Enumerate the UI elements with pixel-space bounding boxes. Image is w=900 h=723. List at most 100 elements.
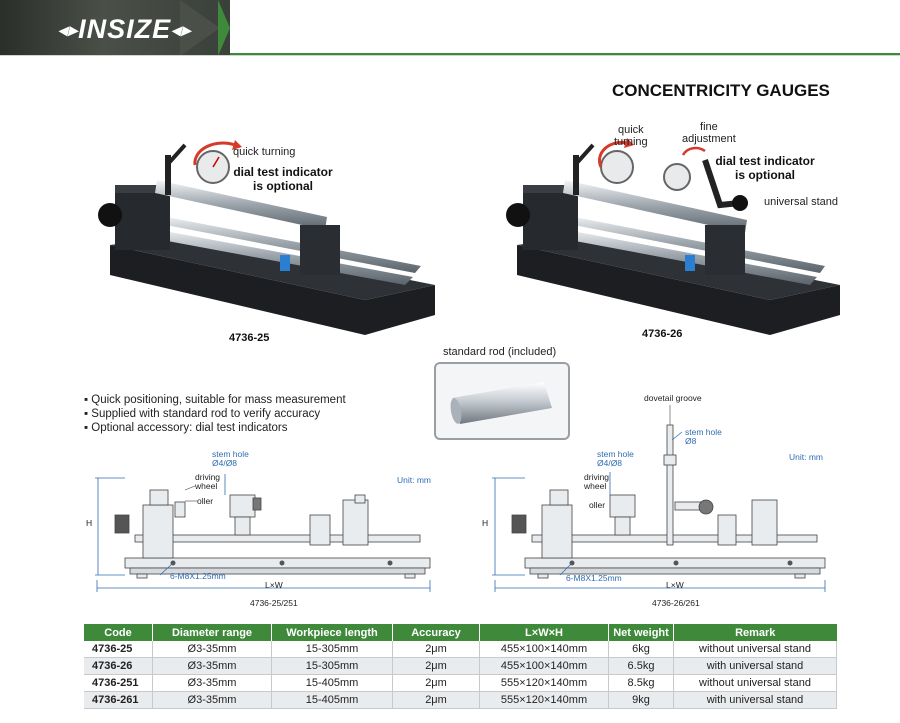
cell-code: 4736-26 — [84, 657, 153, 675]
cell-remark: without universal stand — [673, 674, 837, 692]
standard-rod-caption: standard rod (included) — [443, 346, 557, 358]
table-row: 4736-25 Ø3-35mm 15-305mm 2μm 455×100×140… — [84, 641, 837, 658]
drawing-right-caption: 4736-26/261 — [652, 598, 700, 608]
cell-diameter: Ø3-35mm — [152, 641, 272, 658]
drawing-right-dovetail: dovetail groove — [644, 393, 702, 403]
technical-drawing-4736-25 — [95, 474, 431, 592]
driving-label-2: wheel — [195, 481, 218, 491]
driving-right-label-2: wheel — [584, 481, 607, 491]
cell-diameter: Ø3-35mm — [152, 674, 272, 692]
cell-lwh: 555×120×140mm — [479, 674, 609, 692]
drawing-left-height: H — [86, 518, 93, 528]
table-row: 4736-261 Ø3-35mm 15-405mm 2μm 555×120×14… — [84, 691, 837, 709]
cell-remark: without universal stand — [673, 641, 837, 658]
callout-optional-right-line1: dial test indicator — [715, 154, 815, 168]
feature-item: ▪ Optional accessory: dial test indicato… — [84, 422, 288, 434]
cell-code: 4736-25 — [84, 641, 153, 658]
callout-optional-indicator-right: dial test indicator is optional — [713, 154, 817, 182]
col-header-code: Code — [84, 624, 153, 641]
drawing-left-roller: oller — [197, 496, 214, 506]
table-row: 4736-26 Ø3-35mm 15-305mm 2μm 455×100×140… — [84, 657, 837, 675]
header-arrow — [180, 0, 220, 56]
cell-accuracy: 2μm — [392, 674, 480, 692]
callout-optional-line2: is optional — [253, 179, 313, 193]
drawing-right-height: H — [482, 518, 489, 528]
callout-quick-line2: turning — [614, 136, 648, 148]
cell-weight: 9kg — [608, 691, 674, 709]
drawing-right-lxw: L×W — [666, 580, 684, 590]
cell-accuracy: 2μm — [392, 691, 480, 709]
cell-code: 4736-251 — [84, 674, 153, 692]
cell-lwh: 555×120×140mm — [479, 691, 609, 709]
drawing-right-driving-wheel: driving wheel — [584, 473, 609, 491]
header-rule — [230, 53, 900, 55]
cell-accuracy: 2μm — [392, 657, 480, 675]
driving-label-1: driving — [195, 472, 221, 482]
col-header-weight: Net weight — [608, 624, 674, 641]
cell-weight: 6kg — [608, 641, 674, 658]
cell-code: 4736-261 — [84, 691, 153, 709]
table-header-row: Code Diameter range Workpiece length Acc… — [84, 624, 837, 641]
brand-logo: ◂▸INSIZE◂▸ — [58, 14, 192, 44]
standard-rod-image — [434, 362, 570, 440]
drawing-right-roller: oller — [589, 500, 606, 510]
drawing-right-stem-hole-top: stem hole Ø8 — [685, 428, 722, 446]
callout-optional-right-line2: is optional — [735, 168, 795, 182]
cell-remark: with universal stand — [673, 657, 837, 675]
callout-universal-stand: universal stand — [764, 196, 838, 208]
cell-weight: 8.5kg — [608, 674, 674, 692]
product-image-4736-25 — [98, 140, 435, 335]
callout-fine-adjustment: fine adjustment — [682, 121, 736, 145]
header-arrow-accent — [218, 0, 230, 56]
spec-table: Code Diameter range Workpiece length Acc… — [84, 624, 837, 709]
cell-lwh: 455×100×140mm — [479, 641, 609, 658]
header-rule-light — [0, 55, 900, 56]
table-row: 4736-251 Ø3-35mm 15-405mm 2μm 555×120×14… — [84, 674, 837, 692]
drawing-right-stem-hole: stem hole Ø4/Ø8 — [597, 450, 634, 468]
drawing-left-lxw: L×W — [265, 580, 283, 590]
callout-optional-line1: dial test indicator — [233, 165, 333, 179]
drawing-right-thread: 6-M8X1.25mm — [566, 573, 622, 583]
stem-hole-right-label: stem hole — [597, 449, 634, 459]
cell-workpiece: 15-305mm — [271, 641, 393, 658]
col-header-diameter: Diameter range — [152, 624, 272, 641]
stem-hole-size: Ø4/Ø8 — [212, 458, 238, 468]
stem-hole-right-size: Ø4/Ø8 — [597, 458, 623, 468]
callout-quick-turning-right: quick turning — [614, 124, 648, 148]
cell-diameter: Ø3-35mm — [152, 657, 272, 675]
col-header-remark: Remark — [673, 624, 837, 641]
cell-accuracy: 2μm — [392, 641, 480, 658]
cell-workpiece: 15-405mm — [271, 691, 393, 709]
driving-right-label-1: driving — [584, 472, 610, 482]
callout-optional-indicator: dial test indicator is optional — [232, 165, 334, 193]
callout-fine-line2: adjustment — [682, 133, 736, 145]
technical-drawing-4736-26 — [492, 405, 826, 592]
drawing-left-driving-wheel: driving wheel — [195, 473, 220, 491]
stem-hole-label: stem hole — [212, 449, 249, 459]
feature-item: ▪ Quick positioning, suitable for mass m… — [84, 394, 346, 406]
product-code-4736-26: 4736-26 — [642, 328, 683, 340]
callout-fine-line1: fine — [700, 121, 718, 133]
cell-remark: with universal stand — [673, 691, 837, 709]
col-header-accuracy: Accuracy — [392, 624, 480, 641]
product-image-4736-26 — [506, 138, 840, 335]
cell-diameter: Ø3-35mm — [152, 691, 272, 709]
col-header-lwh: L×W×H — [479, 624, 609, 641]
drawing-left-unit: Unit: mm — [397, 475, 431, 485]
drawing-left-thread: 6-M8X1.25mm — [170, 571, 226, 581]
feature-item: ▪ Supplied with standard rod to verify a… — [84, 408, 321, 420]
feature-list: ▪ Quick positioning, suitable for mass m… — [84, 393, 346, 435]
cell-weight: 6.5kg — [608, 657, 674, 675]
cell-lwh: 455×100×140mm — [479, 657, 609, 675]
cell-workpiece: 15-405mm — [271, 674, 393, 692]
page-title: CONCENTRICITY GAUGES — [612, 81, 830, 100]
drawing-left-caption: 4736-25/251 — [250, 598, 298, 608]
stem-hole-top-size: Ø8 — [685, 436, 697, 446]
stem-hole-top-label: stem hole — [685, 427, 722, 437]
callout-quick-line1: quick — [617, 124, 644, 136]
cell-workpiece: 15-305mm — [271, 657, 393, 675]
drawing-right-unit: Unit: mm — [789, 452, 823, 462]
drawing-left-stem-hole: stem hole Ø4/Ø8 — [212, 450, 249, 468]
callout-quick-turning: quick turning — [233, 146, 296, 158]
col-header-workpiece: Workpiece length — [271, 624, 393, 641]
